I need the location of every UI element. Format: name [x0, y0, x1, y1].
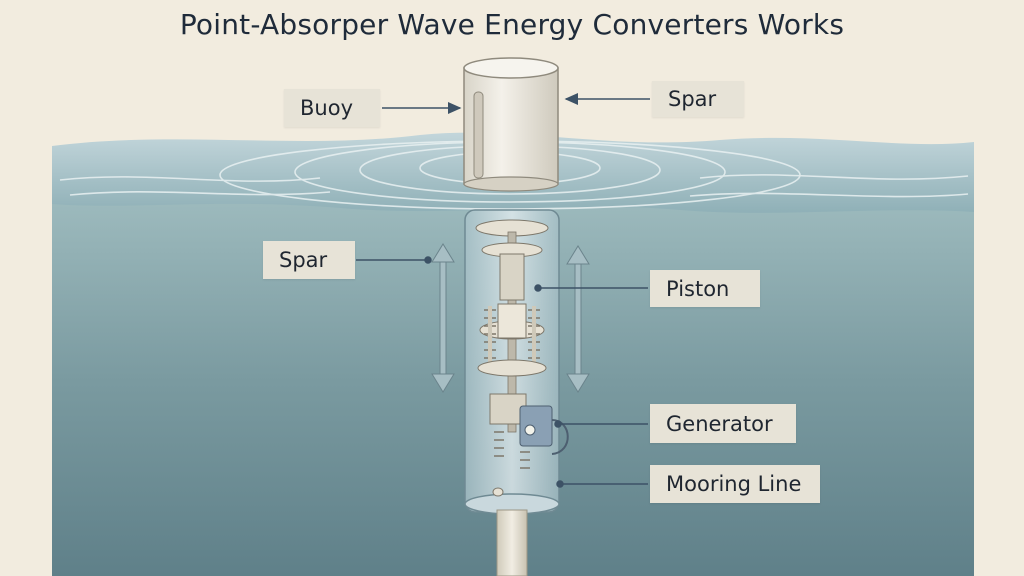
label-buoy: Buoy — [284, 89, 380, 127]
piston-mechanism — [475, 219, 549, 433]
label-spar-top: Spar — [652, 81, 744, 117]
motion-arrow-right — [566, 245, 590, 393]
label-piston: Piston — [650, 270, 760, 307]
mooring-pole — [496, 509, 528, 576]
generator-unit — [489, 393, 569, 497]
page-title: Point-Absorper Wave Energy Converters Wo… — [179, 8, 845, 41]
motion-arrow-left — [431, 243, 455, 393]
label-spar-side: Spar — [263, 241, 355, 279]
leader-lines — [356, 93, 650, 488]
buoy — [463, 57, 559, 192]
label-mooring-line: Mooring Line — [650, 465, 820, 503]
label-generator: Generator — [650, 404, 796, 443]
